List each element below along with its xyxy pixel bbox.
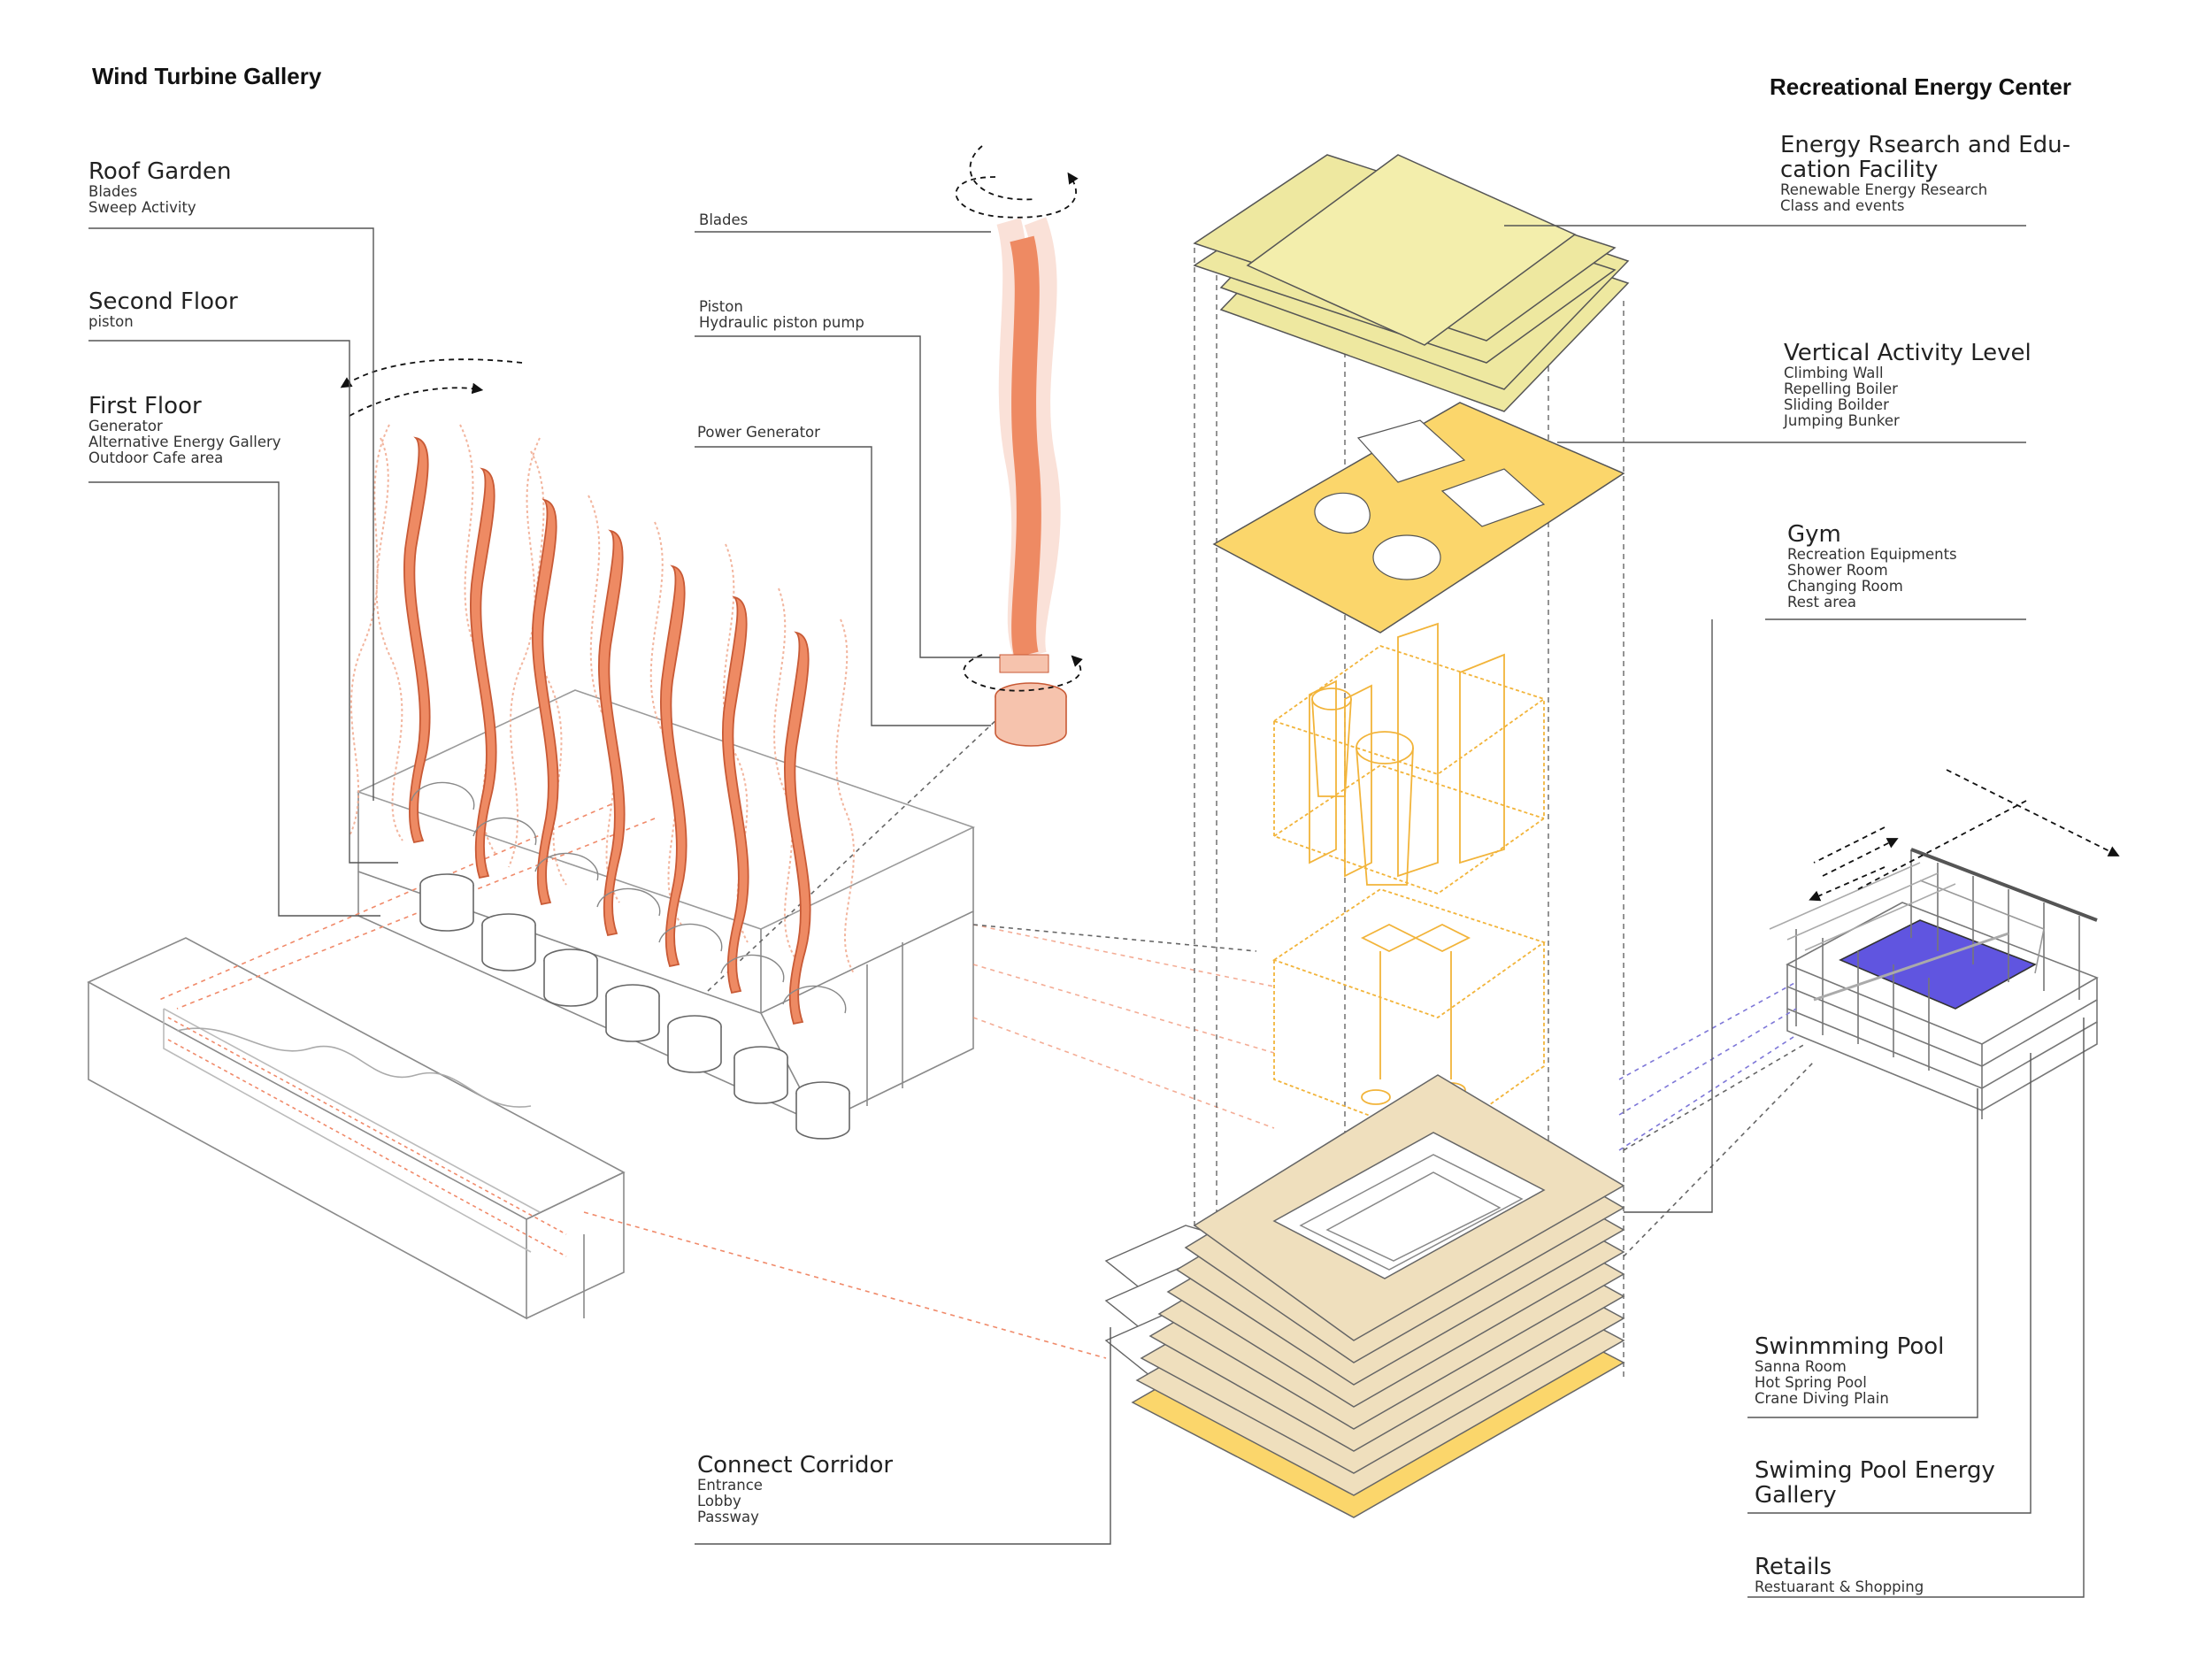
label-pool-energy-gallery: Swiming Pool Energy Gallery — [1755, 1458, 1995, 1508]
generator-pots — [419, 873, 850, 1140]
piston-sub: Hydraulic piston pump — [699, 313, 864, 331]
research-item: Renewable Energy Research — [1780, 181, 1988, 199]
gym-item: Rest area — [1787, 593, 1856, 611]
leader-lines — [88, 225, 2085, 1598]
first-floor-heading: First Floor — [88, 393, 202, 419]
base-stack — [1131, 1074, 1625, 1518]
pool-gallery-heading-1: Swiming Pool Energy — [1755, 1457, 1995, 1484]
second-floor-heading: Second Floor — [88, 288, 238, 315]
tower-frame — [1194, 177, 1624, 1398]
pool-heading: Swinmming Pool — [1755, 1333, 1945, 1360]
rotation-arrows-left — [340, 358, 523, 417]
label-swimming-pool: Swinmming Pool Sanna Room Hot Spring Poo… — [1755, 1334, 1944, 1407]
gym-heading: Gym — [1787, 521, 1841, 548]
research-floors — [1193, 154, 1630, 412]
pool-item: Hot Spring Pool — [1755, 1373, 1867, 1391]
pool-arrows — [1809, 769, 2120, 902]
title-wind-turbine-gallery: Wind Turbine Gallery — [92, 63, 322, 89]
research-heading-2: cation Facility — [1780, 157, 1939, 184]
label-power-generator: Power Generator — [697, 424, 820, 441]
vertical-item: Repelling Boiler — [1784, 380, 1898, 397]
roof-garden-heading: Roof Garden — [88, 158, 232, 185]
wind-blades — [403, 436, 811, 1025]
vertical-heading: Vertical Activity Level — [1784, 340, 2032, 366]
vertical-item: Sliding Boilder — [1784, 396, 1889, 413]
vertical-item: Climbing Wall — [1784, 365, 1884, 382]
retails-item: Restuarant & Shopping — [1755, 1578, 1924, 1596]
piston-heading: Piston — [699, 298, 743, 315]
label-connect-corridor: Connect Corridor Entrance Lobby Passway — [697, 1453, 893, 1525]
gym-item: Shower Room — [1787, 561, 1888, 579]
corridor-item: Lobby — [697, 1492, 741, 1509]
label-piston: Piston Hydraulic piston pump — [699, 299, 864, 331]
gym-item: Recreation Equipments — [1787, 546, 1957, 564]
gym-item: Changing Room — [1787, 577, 1903, 595]
corridor-item: Entrance — [697, 1477, 763, 1494]
research-item: Class and events — [1780, 196, 1905, 214]
label-blades: Blades — [699, 211, 749, 228]
research-heading-1: Energy Rsearch and Edu- — [1780, 132, 2070, 158]
turbine-detail — [955, 145, 1083, 747]
second-floor-item: piston — [88, 313, 134, 331]
first-floor-item: Outdoor Cafe area — [88, 449, 224, 466]
retails-heading: Retails — [1755, 1554, 1832, 1580]
pool-module — [1618, 848, 2099, 1257]
label-gym: Gym Recreation Equipments Shower Room Ch… — [1787, 522, 1957, 610]
vertical-item: Jumping Bunker — [1784, 411, 1900, 429]
pool-gallery-heading-2: Gallery — [1755, 1482, 1837, 1509]
title-recreational-energy-center: Recreational Energy Center — [1770, 73, 2072, 100]
first-floor-item: Generator — [88, 418, 163, 435]
corridor-heading: Connect Corridor — [697, 1452, 894, 1479]
label-research-facility: Energy Rsearch and Edu- cation Facility … — [1780, 133, 2070, 214]
label-vertical-activity: Vertical Activity Level Climbing Wall Re… — [1784, 341, 2032, 428]
label-second-floor: Second Floor piston — [88, 289, 238, 330]
roof-garden-item: Blades — [88, 183, 138, 201]
roof-garden-item: Sweep Activity — [88, 198, 196, 216]
corridor-item: Passway — [697, 1508, 759, 1525]
label-first-floor: First Floor Generator Alternative Energy… — [88, 394, 281, 466]
first-floor-item: Alternative Energy Gallery — [88, 433, 281, 450]
label-retails: Retails Restuarant & Shopping — [1755, 1555, 1924, 1595]
gym-equipment — [1272, 622, 1546, 1143]
pool-item: Sanna Room — [1755, 1358, 1847, 1376]
blade-sweep-arcs — [411, 781, 847, 1014]
label-roof-garden: Roof Garden Blades Sweep Activity — [88, 159, 231, 216]
activity-floor — [1212, 402, 1625, 634]
pool-item: Crane Diving Plain — [1755, 1389, 1889, 1407]
